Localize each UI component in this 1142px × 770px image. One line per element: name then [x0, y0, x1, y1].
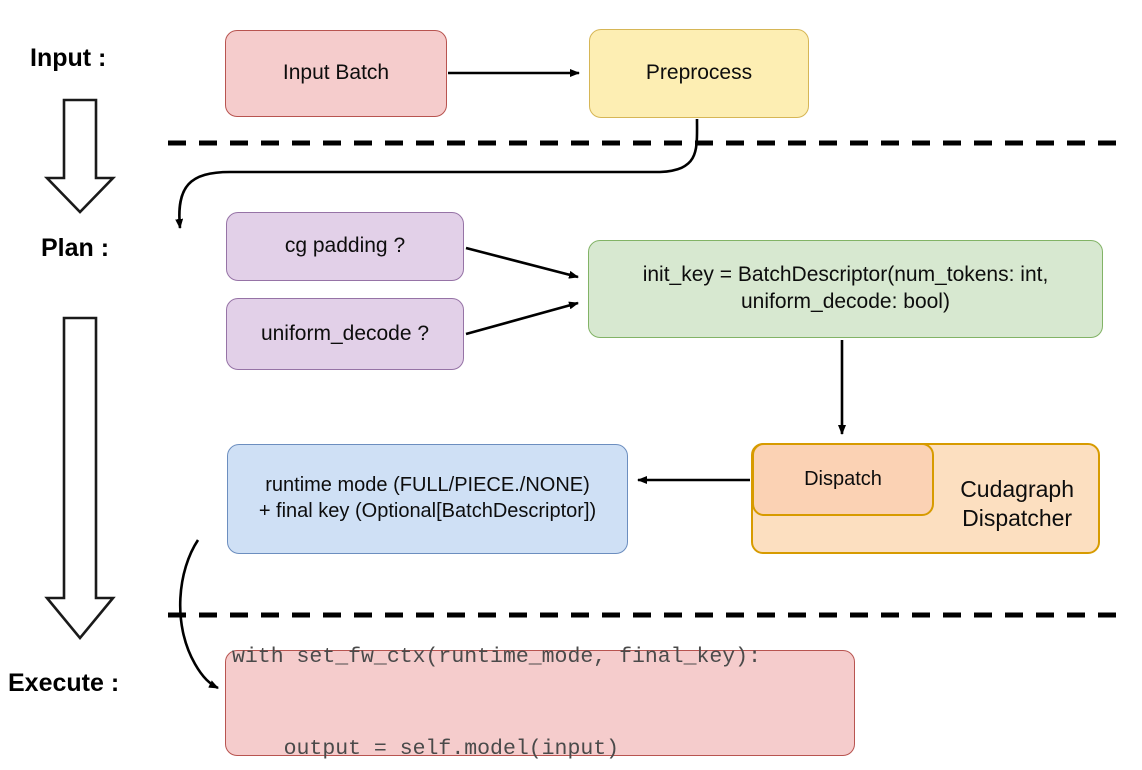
plan-to-execute-arrow: [44, 316, 116, 641]
node-cg-padding[interactable]: cg padding ?: [226, 212, 464, 281]
node-execute-code-line2: output = self.model(input): [232, 736, 620, 761]
node-cudagraph-dispatcher-line1: Cudagraph: [960, 476, 1074, 502]
node-dispatch-label: Dispatch: [804, 467, 882, 490]
node-runtime-mode[interactable]: runtime mode (FULL/PIECE./NONE) + final …: [227, 444, 628, 554]
stage-label-plan: Plan :: [41, 234, 110, 262]
node-input-batch[interactable]: Input Batch: [225, 30, 447, 117]
node-execute-code[interactable]: with set_fw_ctx(runtime_mode, final_key)…: [225, 645, 855, 761]
node-input-batch-label: Input Batch: [282, 61, 390, 85]
node-init-key[interactable]: init_key = BatchDescriptor(num_tokens: i…: [588, 240, 1103, 338]
stage-label-input: Input :: [30, 44, 107, 72]
node-cg-padding-label: cg padding ?: [284, 234, 406, 258]
edge-uniform-decode-to-init-key: [465, 301, 579, 336]
edge-runtime-mode-to-execute-code: [178, 539, 219, 690]
node-dispatch[interactable]: Dispatch: [752, 443, 934, 516]
node-uniform-decode-label: uniform_decode ?: [260, 321, 430, 345]
node-runtime-mode-line1: runtime mode (FULL/PIECE./NONE): [265, 474, 590, 497]
node-preprocess-label: Preprocess: [645, 61, 753, 85]
node-preprocess[interactable]: Preprocess: [589, 29, 809, 118]
node-cudagraph-dispatcher-line2: Dispatcher: [962, 505, 1073, 532]
input-to-plan-arrow: [43, 98, 117, 214]
node-init-key-line2: uniform_decode: bool): [741, 290, 950, 313]
edge-cg-padding-to-init-key: [465, 246, 579, 279]
node-uniform-decode[interactable]: uniform_decode ?: [226, 298, 464, 370]
node-execute-code-line1: with set_fw_ctx(runtime_mode, final_key)…: [232, 644, 761, 669]
node-runtime-mode-line2: + final key (Optional[BatchDescriptor]): [258, 500, 597, 522]
stage-label-execute: Execute :: [8, 669, 120, 697]
node-init-key-line1: init_key = BatchDescriptor(num_tokens: i…: [642, 263, 1049, 287]
